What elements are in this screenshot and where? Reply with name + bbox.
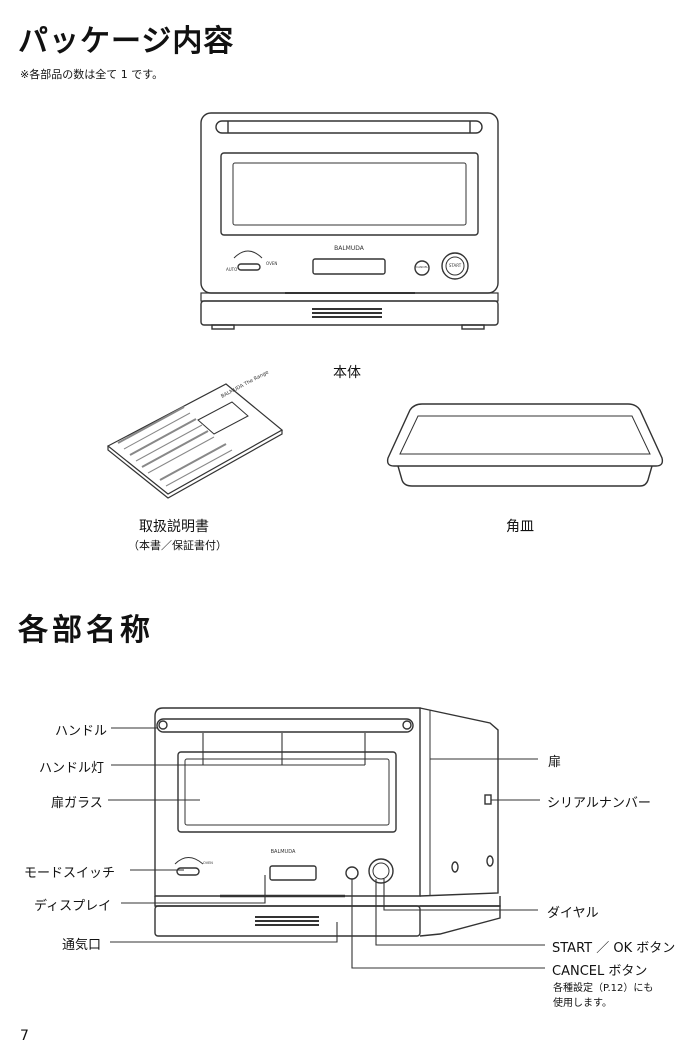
- oven-label: OVEN: [266, 261, 277, 266]
- label-mode-switch: モードスイッチ: [24, 866, 116, 881]
- label-handle: ハンドル: [55, 724, 108, 739]
- section-title-package: パッケージ内容: [18, 24, 235, 59]
- label-cancel-button: CANCEL ボタン: [552, 964, 648, 979]
- tray-illustration: [386, 403, 664, 487]
- main-unit-illustration: [200, 112, 499, 330]
- manual-caption: 取扱説明書: [139, 519, 209, 535]
- parts-brand-logo: BALMUDA: [271, 849, 296, 855]
- label-door: 扉: [548, 755, 562, 770]
- section-title-parts: 各部名称: [18, 613, 154, 648]
- manual-subcaption: （本書／保証書付）: [128, 539, 227, 552]
- manual-illustration: [106, 383, 284, 499]
- main-unit-caption: 本体: [333, 365, 361, 381]
- cancel-small-label: CANCEL: [416, 265, 428, 269]
- label-dial: ダイヤル: [547, 906, 599, 921]
- label-vent: 通気口: [62, 938, 102, 953]
- label-handle-light: ハンドル灯: [39, 761, 105, 776]
- parts-vent-grille: [255, 916, 319, 926]
- label-door-glass: 扉ガラス: [51, 796, 103, 811]
- vent-grille: [312, 308, 382, 318]
- cancel-note-line-2: 使用します。: [553, 998, 612, 1009]
- label-serial-number: シリアルナンバー: [547, 796, 651, 811]
- brand-logo: BALMUDA: [334, 245, 365, 252]
- auto-label: AUTO: [226, 267, 237, 272]
- label-start-ok-button: START ／ OK ボタン: [552, 941, 676, 956]
- tray-caption: 角皿: [506, 519, 534, 535]
- start-small-label: START: [449, 263, 462, 268]
- cancel-note-line-1: 各種設定（P.12）にも: [553, 983, 654, 994]
- page-number: 7: [20, 1028, 29, 1044]
- label-display: ディスプレイ: [34, 899, 112, 914]
- package-note: ※各部品の数は全て 1 です。: [20, 68, 164, 81]
- parts-oven-label: OVEN: [203, 861, 213, 865]
